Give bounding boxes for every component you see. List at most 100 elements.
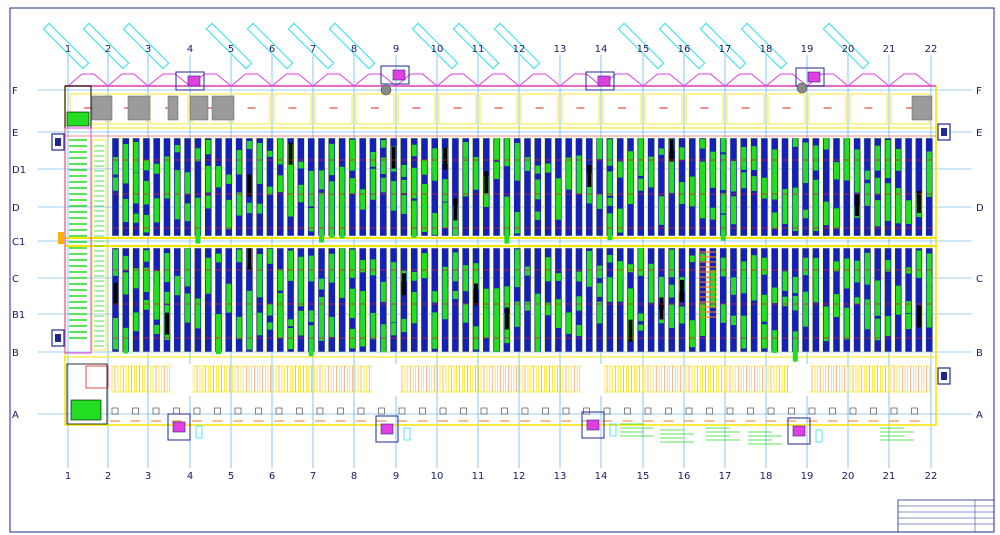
rack-unit [369, 247, 377, 353]
roof-gable [436, 73, 479, 87]
rack-fill [504, 196, 510, 218]
rack-fill [545, 302, 551, 316]
rack-fill [349, 139, 355, 171]
rack-fill [576, 271, 582, 282]
rack-fill [319, 192, 324, 220]
rack-fill [895, 198, 901, 224]
rack-fill [576, 155, 582, 182]
top-bay [849, 93, 888, 125]
column-pier [685, 407, 693, 415]
column-pier [603, 407, 611, 415]
rack-fill [411, 200, 417, 218]
rack-fill [782, 189, 788, 211]
rack-fill [113, 249, 118, 276]
rack-unit [225, 137, 233, 237]
rack-unit [729, 247, 738, 353]
column-label-top: 17 [719, 44, 732, 55]
rack-fill [473, 263, 479, 290]
rack-fill [772, 287, 778, 304]
rack-fill [380, 281, 386, 302]
rack-unit [801, 137, 810, 237]
rack-fill [875, 200, 881, 225]
rack-fill [803, 291, 809, 308]
rack-fill [257, 203, 263, 214]
rack-fill [525, 301, 530, 311]
rack-fill [772, 179, 778, 192]
top-bay [438, 93, 477, 125]
rack-fill [143, 300, 149, 310]
rack-fill [689, 255, 695, 263]
rack-fill [607, 171, 613, 196]
equipment-unit [597, 75, 611, 87]
column-pier [542, 407, 549, 415]
rack-fill [298, 277, 304, 307]
rack-dark [401, 273, 406, 296]
rack-fill [813, 145, 819, 171]
rack-fill [864, 170, 870, 180]
rack-fill [442, 185, 448, 202]
rack-fill [257, 155, 263, 170]
skylight-strip [205, 22, 253, 70]
rack-fill [803, 209, 809, 219]
rack-fill [143, 214, 149, 233]
rack-fill [380, 140, 386, 148]
rack-fill [442, 202, 448, 228]
column-label-top: 14 [595, 44, 608, 55]
rack-fill [761, 257, 767, 275]
rack-fill [298, 262, 304, 289]
rack-fill [638, 313, 644, 322]
rack-fill [720, 162, 726, 191]
rack-unit [637, 247, 645, 353]
rack-fill [216, 314, 221, 332]
row-label-left: D1 [12, 165, 26, 176]
row-label-left: C1 [12, 237, 25, 248]
rack-unit [235, 137, 243, 237]
roof-gable [353, 73, 397, 87]
rack-fill [782, 206, 788, 222]
column-label-bottom: 11 [472, 471, 485, 482]
rack-fill [669, 284, 675, 298]
rack-fill [143, 159, 149, 171]
equipment-unit [187, 75, 201, 87]
rack-unit [698, 247, 707, 353]
rack-fill [339, 166, 345, 185]
rack-fill [391, 181, 397, 211]
rack-fill [185, 172, 191, 186]
skylight-strip [493, 22, 541, 70]
rack-fill [926, 253, 932, 285]
column-label-bottom: 16 [678, 471, 691, 482]
rack-fill [545, 257, 551, 282]
rack-fill [463, 303, 469, 323]
rack-fill [401, 164, 407, 177]
rack-fill [164, 291, 170, 304]
column-label-bottom: 14 [595, 471, 608, 482]
column-pier [255, 407, 262, 415]
rack-fill [288, 193, 294, 217]
rack-fill [504, 209, 510, 216]
rack-fill [525, 163, 530, 171]
column-pier [665, 407, 672, 415]
rack-fill [864, 299, 870, 330]
rack-fill [607, 213, 613, 241]
rack-fill [658, 196, 664, 225]
mezzanine-block [189, 95, 209, 121]
rack-fill [494, 145, 500, 155]
rack-dark [484, 171, 489, 194]
column-label-bottom: 2 [105, 471, 111, 482]
rack-fill [669, 304, 675, 321]
rack-fill [133, 141, 139, 173]
rack-fill [906, 200, 912, 218]
rack-fill [473, 156, 479, 177]
rack-fill [885, 190, 891, 221]
rack-fill [349, 288, 355, 318]
rack-fill [813, 288, 819, 303]
rack-fill [669, 249, 675, 278]
rack-fill [288, 319, 294, 327]
rack-fill [329, 316, 335, 330]
rack-fill [360, 260, 366, 273]
equipment-unit [380, 423, 394, 435]
equipment-room-top [380, 65, 410, 85]
rack-fill [658, 276, 664, 291]
column-label-bottom: 22 [925, 471, 938, 482]
rack-fill [720, 154, 726, 170]
